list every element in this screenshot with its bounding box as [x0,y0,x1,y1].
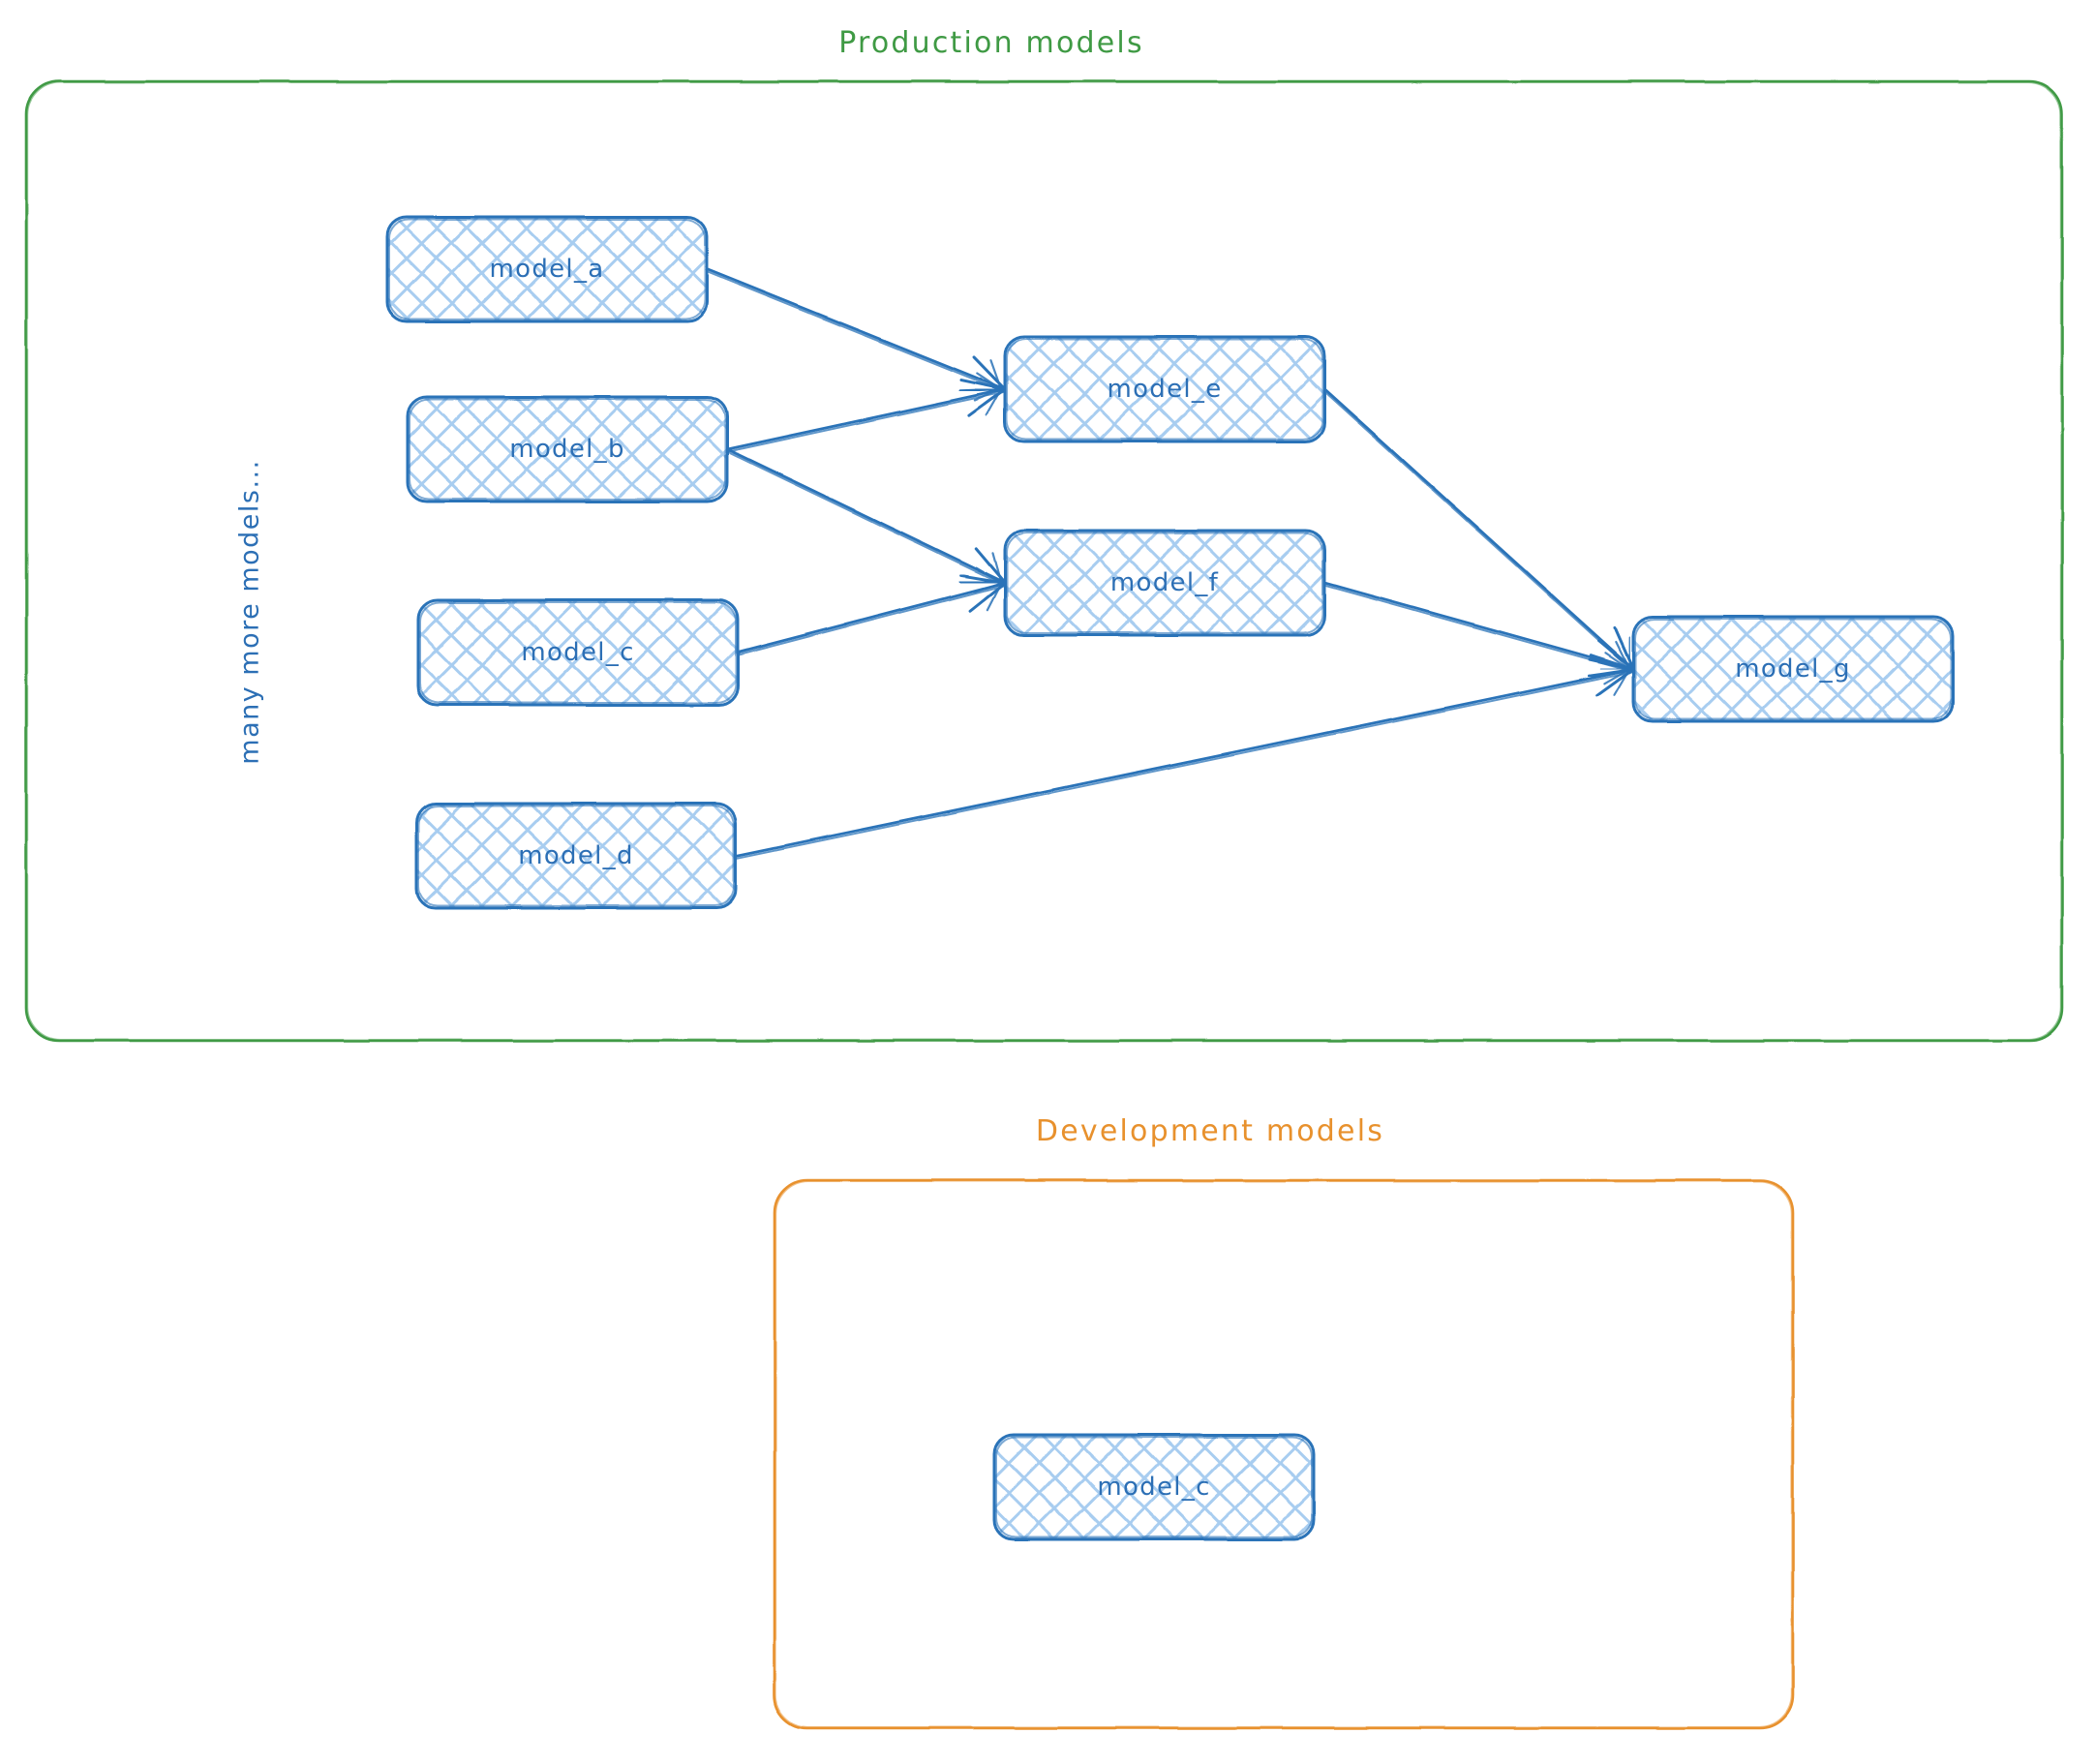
edge-model_b-to-model_f [725,447,1007,593]
node-model_b[interactable] [406,395,729,503]
edge-model_c-to-model_f [736,566,1007,656]
group-box-production [24,79,2064,1043]
edge-model_d-to-model_g [734,652,1635,860]
node-model_c[interactable] [416,598,740,707]
edge-model_f-to-model_g [1322,581,1635,684]
group-container-layer [24,79,2064,1730]
node-model_c_dev[interactable] [992,1433,1316,1541]
edge-layer [705,267,1635,860]
node-model_e[interactable] [1003,335,1326,443]
node-model_g[interactable] [1631,615,1955,723]
edge-model_a-to-model_e [705,267,1007,402]
group-box-development [773,1178,1795,1730]
node-model_f[interactable] [1003,529,1326,637]
node-layer [385,215,1955,1541]
node-model_a[interactable] [385,215,709,323]
edge-model_b-to-model_e [725,372,1007,453]
node-model_d[interactable] [414,802,738,910]
